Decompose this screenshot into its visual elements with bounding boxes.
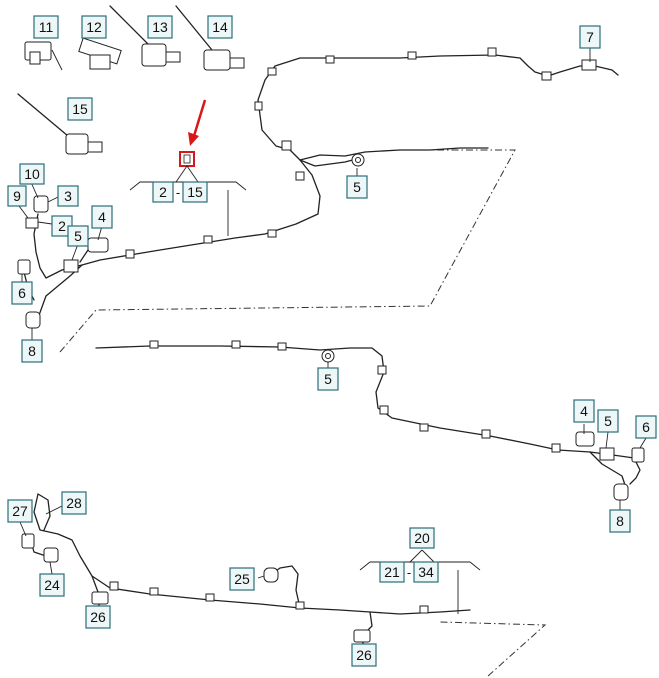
callout-26-left[interactable]: 26 [85,605,111,629]
svg-text:15: 15 [187,184,203,200]
svg-text:14: 14 [212,19,228,35]
callout-6-middle[interactable]: 6 [635,415,657,439]
callout-13[interactable]: 13 [147,15,173,39]
clip-part-12 [78,37,122,70]
callout-3[interactable]: 3 [57,185,79,207]
callout-15[interactable]: 15 [67,97,93,121]
svg-text:2: 2 [58,218,66,234]
svg-text:4: 4 [580,403,588,419]
svg-text:2: 2 [159,184,167,200]
svg-text:8: 8 [616,513,624,529]
svg-text:15: 15 [72,101,88,117]
callout-27[interactable]: 27 [7,499,33,523]
clip-part-14 [175,5,245,71]
harness-upper [17,47,619,329]
svg-text:13: 13 [152,19,168,35]
svg-text:9: 9 [13,188,21,204]
callout-28[interactable]: 28 [61,491,87,515]
highlighted-part [179,151,195,167]
clip-part-13 [109,5,181,67]
svg-text:12: 12 [86,19,102,35]
svg-text:5: 5 [353,179,361,195]
callout-9[interactable]: 9 [7,185,27,207]
svg-text:3: 3 [64,188,72,204]
svg-text:24: 24 [44,577,60,593]
svg-text:26: 26 [90,609,106,625]
svg-text:7: 7 [586,29,594,45]
outline-upper [59,149,516,353]
svg-text:28: 28 [66,495,82,511]
callout-14[interactable]: 14 [207,15,233,39]
callout-5-upper-right[interactable]: 5 [346,175,368,199]
range-label-top[interactable]: 2 - 15 [152,181,208,203]
callout-11[interactable]: 11 [33,15,59,39]
callout-24[interactable]: 24 [39,573,65,597]
svg-text:6: 6 [642,419,650,435]
outline-lower [439,621,547,677]
callout-12[interactable]: 12 [81,15,107,39]
harness-lower [21,493,471,643]
callout-7[interactable]: 7 [579,25,601,49]
callout-8-middle[interactable]: 8 [609,509,631,533]
svg-text:4: 4 [98,209,106,225]
svg-text:6: 6 [18,285,26,301]
callout-4-middle[interactable]: 4 [573,399,595,423]
callout-25[interactable]: 25 [229,567,255,591]
clip-part-11 [24,41,63,71]
callout-5-middle[interactable]: 5 [317,367,339,391]
svg-text:-: - [407,565,411,580]
callout-2[interactable]: 2 [51,215,73,237]
clip-part-15 [17,93,103,155]
svg-text:26: 26 [356,647,372,663]
svg-text:34: 34 [418,564,434,580]
callout-8-upper[interactable]: 8 [21,339,43,363]
svg-text:5: 5 [604,413,612,429]
svg-text:20: 20 [414,530,430,546]
svg-text:21: 21 [384,564,400,580]
red-arrow-icon [188,99,207,146]
svg-text:11: 11 [39,19,54,35]
range-label-bottom[interactable]: 20 21 - 34 [379,527,439,583]
callout-10[interactable]: 10 [19,163,45,185]
svg-text:25: 25 [234,571,250,587]
svg-text:10: 10 [24,166,40,182]
callout-5-middle-right[interactable]: 5 [597,409,619,433]
callout-4-upper[interactable]: 4 [91,205,113,229]
callout-5-upper-left[interactable]: 5 [67,225,89,247]
callout-6-upper[interactable]: 6 [11,281,33,305]
svg-text:5: 5 [74,228,82,244]
callout-26-right[interactable]: 26 [351,643,377,667]
svg-text:-: - [176,185,180,200]
svg-text:8: 8 [28,343,36,359]
svg-text:5: 5 [324,371,332,387]
svg-text:27: 27 [12,503,28,519]
leader-lines [15,46,647,645]
harness-middle [95,340,645,501]
